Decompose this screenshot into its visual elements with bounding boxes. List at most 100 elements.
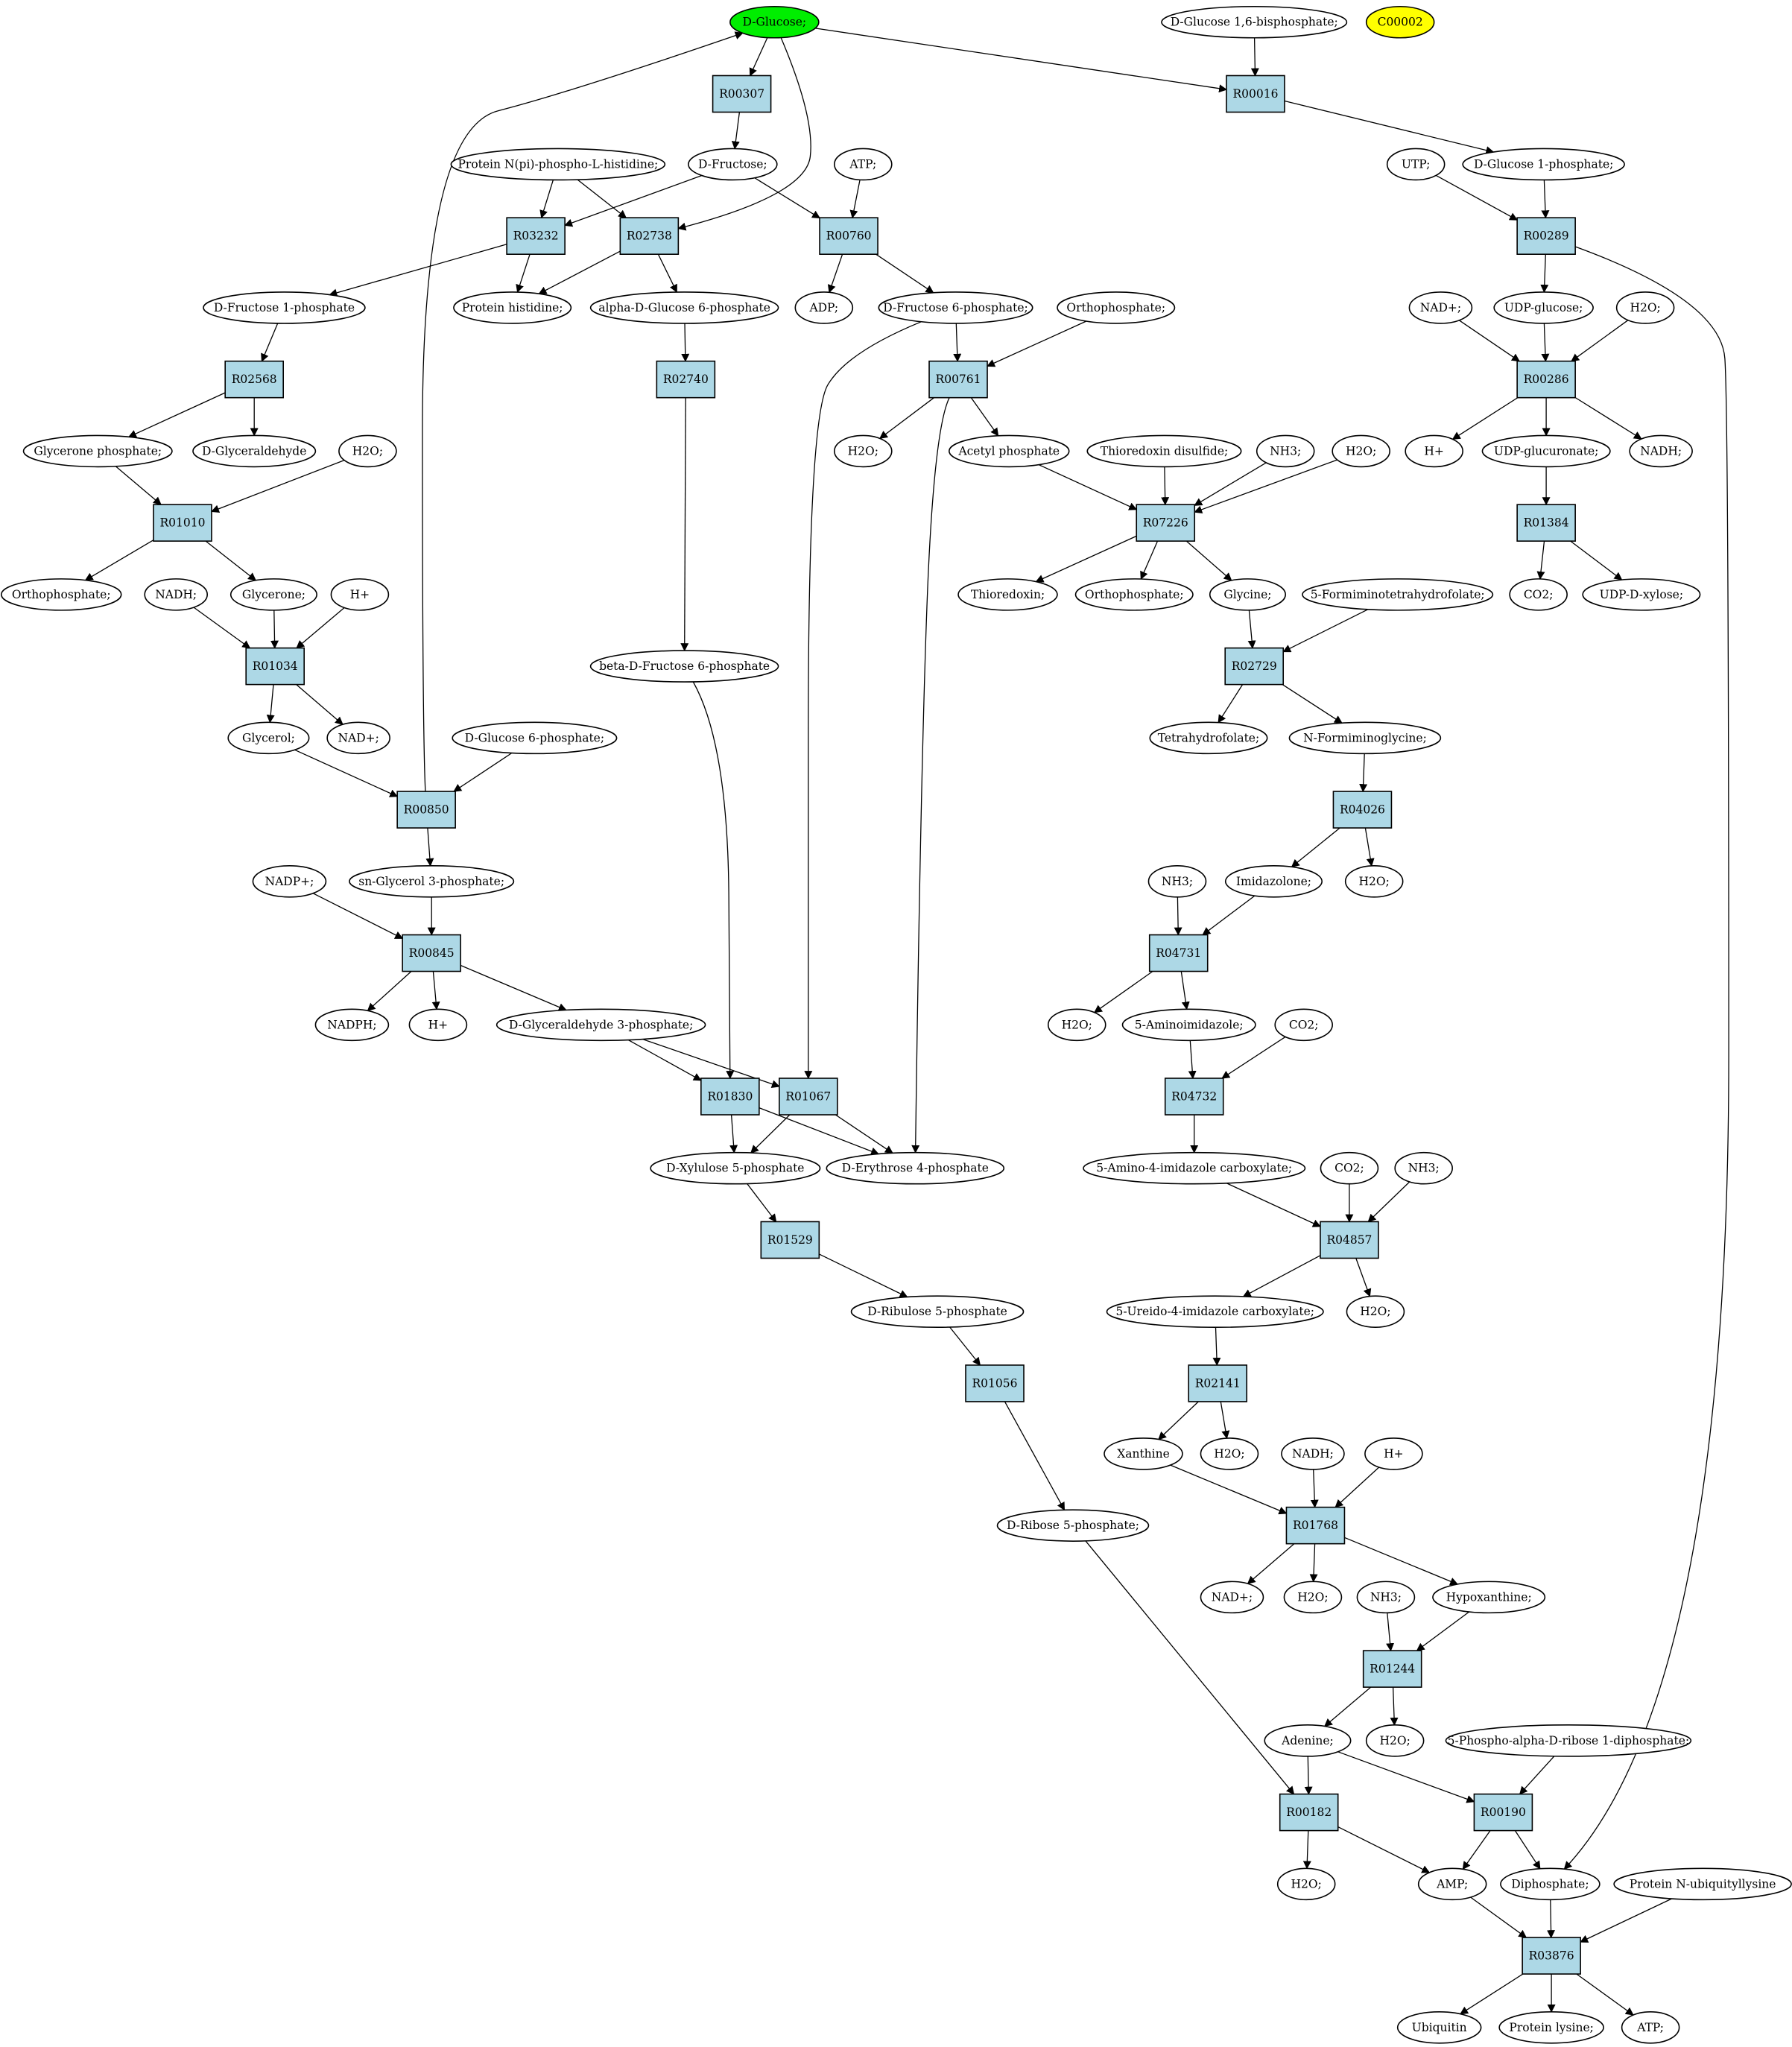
reaction-box: [153, 504, 212, 542]
edge-R04857-to-h2o_g: [1355, 1258, 1372, 1297]
compound-shape: [1200, 1581, 1264, 1614]
compound-label: H2O;: [352, 444, 383, 458]
compound-node-hplus_b: H+: [330, 578, 390, 611]
reaction-box: [1285, 1506, 1346, 1545]
compound-label: sn-Glycerol 3-phosphate;: [358, 875, 504, 888]
compound-node-protlys: Protein lysine;: [1498, 2010, 1604, 2044]
reaction-label: R00016: [1232, 87, 1278, 101]
compound-label: Glycine;: [1223, 588, 1271, 601]
compound-shape: [589, 650, 779, 683]
edge-R03232-to-prothis: [516, 253, 531, 294]
compound-shape: [1417, 1867, 1487, 1901]
reaction-box: [1516, 504, 1576, 542]
edge-nadp1-to-R00286: [1458, 320, 1521, 362]
edge-R01010-to-glycerone: [205, 540, 257, 581]
compound-node-adenine: Adenine;: [1264, 1724, 1352, 1757]
compound-node-utp: UTP;: [1386, 148, 1446, 181]
reaction-label: R04731: [1156, 946, 1201, 960]
edge-h2o_d-to-R07226: [1194, 459, 1337, 514]
compound-label: NADH;: [1292, 1447, 1334, 1461]
reaction-node-R01056: R01056: [965, 1364, 1025, 1402]
edge-ru5p-to-R01056: [949, 1326, 981, 1366]
edge-R00190-to-amp: [1462, 1830, 1491, 1870]
node-layer: D-Glucose;D-Glucose 1,6-bisphosphate;C00…: [0, 5, 1792, 2044]
reaction-node-R00845: R00845: [402, 934, 461, 972]
reaction-node-R01768: R01768: [1285, 1506, 1346, 1545]
compound-label: NH3;: [1162, 875, 1193, 888]
compound-shape: [1264, 1724, 1352, 1757]
compound-shape: [1615, 291, 1675, 324]
reaction-label: R02141: [1195, 1376, 1241, 1390]
edge-hypox-to-R01244: [1416, 1611, 1470, 1651]
compound-label: NAD+;: [338, 731, 379, 744]
compound-node-glyp: Glycerone phosphate;: [22, 434, 173, 468]
edge-glycerone-to-R01034: [270, 610, 279, 649]
compound-label: ATP;: [1636, 2021, 1664, 2034]
edge-R00845-to-gap: [460, 964, 567, 1011]
edge-R01768-to-hypox: [1344, 1537, 1459, 1586]
compound-label: D-Ribulose 5-phosphate: [867, 1305, 1007, 1318]
edge-R04026-to-imid: [1291, 827, 1340, 867]
compound-shape: [1365, 5, 1435, 39]
compound-label: H2O;: [1297, 1590, 1328, 1604]
compound-node-nadh_c: NADH;: [1281, 1437, 1345, 1470]
compound-node-c00002: C00002: [1365, 5, 1435, 39]
edge-R00850-to-g3p_sn: [425, 828, 434, 867]
compound-node-aimid: 5-Aminoimidazole;: [1121, 1008, 1256, 1042]
reaction-box: [1226, 75, 1285, 113]
edge-R00182-to-amp: [1337, 1826, 1431, 1873]
compound-node-nh3_c: NH3;: [1394, 1151, 1453, 1185]
compound-shape: [326, 721, 390, 755]
compound-shape: [1394, 1151, 1453, 1185]
compound-node-ru5p: D-Ribulose 5-phosphate: [850, 1295, 1025, 1328]
edge-R03232-to-f1p: [329, 244, 507, 297]
compound-shape: [252, 864, 327, 898]
edge-glycerol-to-R00850: [294, 749, 399, 797]
reaction-label: R04026: [1340, 803, 1385, 817]
edge-R02568-to-glyp: [127, 392, 226, 438]
edge-glyp-to-R01010: [115, 466, 162, 505]
edge-R01067-to-e4p: [835, 1114, 893, 1154]
edge-R00761-to-acetylp: [970, 397, 999, 437]
compound-label: CO2;: [1524, 588, 1554, 601]
edge-f6p-to-R01067: [804, 321, 922, 1080]
compound-node-e4p: D-Erythrose 4-phosphate: [826, 1151, 1005, 1185]
compound-node-nadph: NADPH;: [314, 1008, 390, 1042]
reaction-label: R04732: [1171, 1089, 1217, 1103]
compound-shape: [850, 1295, 1025, 1328]
edge-R01034-to-nadp2: [296, 684, 343, 725]
reaction-node-R02141: R02141: [1188, 1364, 1248, 1402]
compound-node-nadh_a: NADH;: [1629, 434, 1693, 468]
reaction-label: R00307: [719, 87, 764, 101]
compound-shape: [878, 291, 1033, 324]
edge-glucose-to-R00016: [815, 28, 1228, 93]
reaction-label: R00190: [1481, 1806, 1526, 1819]
compound-label: D-Glyceraldehyde 3-phosphate;: [509, 1018, 693, 1031]
compound-node-h2o_f: H2O;: [1047, 1008, 1106, 1042]
edge-R07226-to-glycine: [1185, 540, 1232, 581]
compound-node-co2_c: CO2;: [1320, 1151, 1379, 1185]
reaction-label: R00760: [826, 230, 872, 243]
compound-shape: [1332, 434, 1390, 468]
reaction-box: [1224, 647, 1285, 686]
compound-node-adp: ADP;: [794, 291, 854, 324]
compound-shape: [688, 148, 778, 181]
compound-label: H2O;: [1214, 1447, 1244, 1461]
reaction-label: R01067: [785, 1089, 831, 1103]
compound-label: Tetrahydrofolate;: [1158, 731, 1259, 744]
reaction-box: [712, 75, 772, 113]
edge-protub-to-R03876: [1580, 1898, 1672, 1943]
edge-uicarb-to-R02141: [1212, 1327, 1221, 1366]
edge-R03876-to-atp2: [1576, 1973, 1634, 2016]
compound-shape: [1106, 1295, 1324, 1328]
edge-aicarb-to-R04857: [1226, 1183, 1321, 1227]
edge-R01384-to-co2_a: [1536, 541, 1545, 580]
compound-shape: [1405, 434, 1463, 468]
compound-shape: [1509, 578, 1568, 611]
edge-nh3_c-to-R04857: [1367, 1181, 1411, 1223]
reaction-label: R01056: [972, 1376, 1018, 1390]
compound-node-r5p: D-Ribose 5-phosphate;: [996, 1509, 1150, 1542]
compound-shape: [1500, 1867, 1601, 1901]
reaction-label: R00850: [404, 803, 449, 817]
compound-node-h2o_i: H2O;: [1283, 1581, 1343, 1614]
